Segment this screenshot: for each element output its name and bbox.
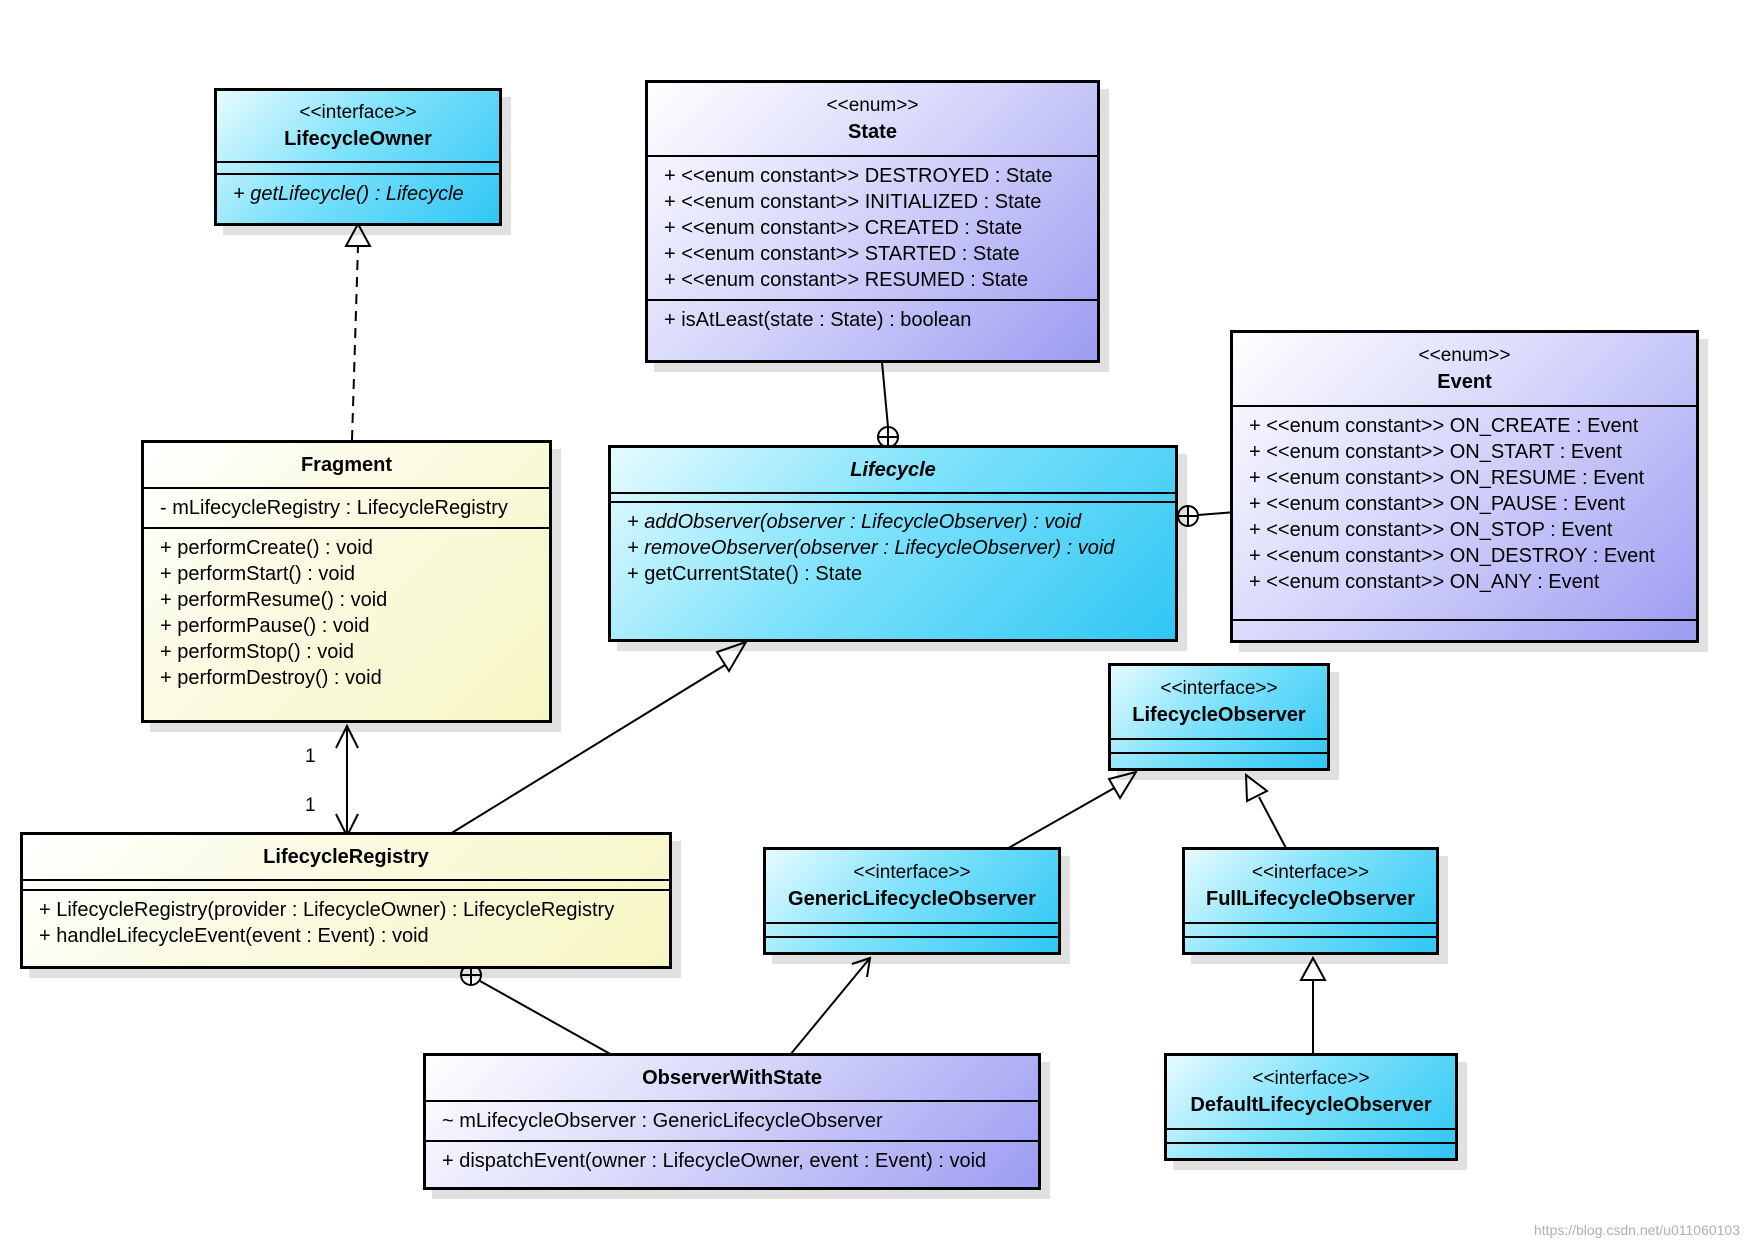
method: + performStart() : void xyxy=(160,563,356,585)
enum-constant: + <<enum constant>> ON_PAUSE : Event xyxy=(1249,493,1625,515)
class-name: ObserverWithState xyxy=(642,1067,822,1089)
class-header: ObserverWithState xyxy=(426,1056,1038,1102)
class-name: LifecycleRegistry xyxy=(263,846,429,868)
class-fragment[interactable]: Fragment - mLifecycleRegistry : Lifecycl… xyxy=(141,440,552,723)
enum-constant: + <<enum constant>> RESUMED : State xyxy=(664,269,1029,291)
attributes-section xyxy=(1185,924,1436,938)
attributes-section: - mLifecycleRegistry : LifecycleRegistry xyxy=(144,489,549,529)
method: + removeObserver(observer : LifecycleObs… xyxy=(627,537,1115,559)
method: + isAtLeast(state : State) : boolean xyxy=(664,309,972,331)
enum-constant: + <<enum constant>> ON_RESUME : Event xyxy=(1249,467,1645,489)
class-header: <<interface>> LifecycleOwner xyxy=(217,91,499,163)
methods-section: + performCreate() : void + performStart(… xyxy=(144,529,549,697)
multiplicity-registry-end: 1 xyxy=(305,795,316,816)
enum-constant: + <<enum constant>> ON_START : Event xyxy=(1249,441,1622,463)
class-header: <<interface>> LifecycleObserver xyxy=(1111,666,1327,740)
enum-constant: + <<enum constant>> ON_DESTROY : Event xyxy=(1249,545,1655,567)
stereotype: <<interface>> xyxy=(1251,862,1370,883)
attributes-section xyxy=(23,881,669,891)
default-extends-full xyxy=(1299,955,1327,1055)
enum-constant: + <<enum constant>> CREATED : State xyxy=(664,217,1023,239)
attributes-section: ~ mLifecycleObserver : GenericLifecycleO… xyxy=(426,1102,1038,1142)
class-header: Lifecycle xyxy=(611,448,1175,494)
method: + performStop() : void xyxy=(160,641,354,663)
class-name: FullLifecycleObserver xyxy=(1206,888,1415,910)
attributes-section xyxy=(611,494,1175,503)
method: + performPause() : void xyxy=(160,615,370,637)
generic-extends-observer xyxy=(1004,770,1139,851)
stereotype: <<interface>> xyxy=(1252,1068,1370,1089)
stereotype: <<interface>> xyxy=(853,862,971,883)
methods-section: + LifecycleRegistry(provider : Lifecycle… xyxy=(23,891,669,955)
class-name: LifecycleOwner xyxy=(284,128,432,150)
class-header: <<interface>> DefaultLifecycleObserver xyxy=(1167,1056,1455,1130)
method: + getCurrentState() : State xyxy=(627,563,863,585)
attributes-section xyxy=(1111,740,1327,754)
class-lifecycle-owner[interactable]: <<interface>> LifecycleOwner + getLifecy… xyxy=(214,88,502,226)
interface-default-lifecycle-observer[interactable]: <<interface>> DefaultLifecycleObserver xyxy=(1164,1053,1458,1161)
attributes-section xyxy=(766,924,1058,938)
registry-extends-lifecycle xyxy=(449,640,749,835)
stereotype: <<enum>> xyxy=(826,95,919,116)
stereotype: <<interface>> xyxy=(1160,678,1278,699)
multiplicity-fragment-end: 1 xyxy=(305,746,316,767)
fragment-realizes-lifecycleowner xyxy=(344,221,372,441)
observerwithstate-uses-generic xyxy=(789,956,872,1056)
class-name: Lifecycle xyxy=(850,459,936,481)
class-name: DefaultLifecycleObserver xyxy=(1190,1094,1432,1116)
attributes-section: + <<enum constant>> ON_CREATE : Event + … xyxy=(1233,407,1696,621)
method: + dispatchEvent(owner : LifecycleOwner, … xyxy=(442,1150,987,1172)
class-lifecycle-registry[interactable]: LifecycleRegistry + LifecycleRegistry(pr… xyxy=(20,832,672,969)
class-header: <<interface>> FullLifecycleObserver xyxy=(1185,850,1436,924)
class-name: GenericLifecycleObserver xyxy=(788,888,1036,910)
method: + LifecycleRegistry(provider : Lifecycle… xyxy=(39,899,615,921)
attribute: - mLifecycleRegistry : LifecycleRegistry xyxy=(160,497,508,519)
class-lifecycle[interactable]: Lifecycle + addObserver(observer : Lifec… xyxy=(608,445,1178,642)
watermark: https://blog.csdn.net/u011060103 xyxy=(1533,1222,1740,1238)
class-observer-with-state[interactable]: ObserverWithState ~ mLifecycleObserver :… xyxy=(423,1053,1041,1190)
class-name: Event xyxy=(1437,371,1492,393)
methods-section: + isAtLeast(state : State) : boolean xyxy=(648,301,1097,339)
methods-section: + addObserver(observer : LifecycleObserv… xyxy=(611,503,1175,593)
class-name: Fragment xyxy=(300,454,393,476)
observerwithstate-nested-in-registry xyxy=(460,964,613,1056)
attribute: ~ mLifecycleObserver : GenericLifecycleO… xyxy=(442,1110,883,1132)
stereotype: <<enum>> xyxy=(1418,345,1511,366)
fragment-registry-association xyxy=(335,723,359,839)
class-name: State xyxy=(848,121,897,143)
enum-event[interactable]: <<enum>> Event + <<enum constant>> ON_CR… xyxy=(1230,330,1699,643)
class-header: <<interface>> GenericLifecycleObserver xyxy=(766,850,1058,924)
attributes-section: + <<enum constant>> DESTROYED : State + … xyxy=(648,157,1097,301)
enum-constant: + <<enum constant>> DESTROYED : State xyxy=(664,165,1053,187)
class-header: <<enum>> Event xyxy=(1233,333,1696,407)
interface-lifecycle-observer[interactable]: <<interface>> LifecycleObserver xyxy=(1108,663,1330,771)
method: + performResume() : void xyxy=(160,589,388,611)
class-header: LifecycleRegistry xyxy=(23,835,669,881)
state-nested-in-lifecycle xyxy=(877,361,899,448)
enum-constant: + <<enum constant>> ON_CREATE : Event xyxy=(1249,415,1639,437)
method: + handleLifecycleEvent(event : Event) : … xyxy=(39,925,429,947)
method: + performDestroy() : void xyxy=(160,667,382,689)
interface-generic-lifecycle-observer[interactable]: <<interface>> GenericLifecycleObserver xyxy=(763,847,1061,955)
enum-constant: + <<enum constant>> STARTED : State xyxy=(664,243,1020,265)
enum-state[interactable]: <<enum>> State + <<enum constant>> DESTR… xyxy=(645,80,1100,363)
method: + performCreate() : void xyxy=(160,537,373,559)
methods-section: + dispatchEvent(owner : LifecycleOwner, … xyxy=(426,1142,1038,1180)
attributes-section xyxy=(217,163,499,175)
class-header: <<enum>> State xyxy=(648,83,1097,157)
class-name: LifecycleObserver xyxy=(1132,704,1306,726)
full-extends-observer xyxy=(1244,772,1288,851)
method: + addObserver(observer : LifecycleObserv… xyxy=(627,511,1082,533)
enum-constant: + <<enum constant>> INITIALIZED : State xyxy=(664,191,1042,213)
event-nested-in-lifecycle xyxy=(1177,505,1237,527)
enum-constant: + <<enum constant>> ON_STOP : Event xyxy=(1249,519,1613,541)
stereotype: <<interface>> xyxy=(299,102,417,123)
enum-constant: + <<enum constant>> ON_ANY : Event xyxy=(1249,571,1600,593)
interface-full-lifecycle-observer[interactable]: <<interface>> FullLifecycleObserver xyxy=(1182,847,1439,955)
class-header: Fragment xyxy=(144,443,549,489)
attributes-section xyxy=(1167,1130,1455,1144)
methods-section: + getLifecycle() : Lifecycle xyxy=(217,175,499,213)
method: + getLifecycle() : Lifecycle xyxy=(233,183,464,205)
